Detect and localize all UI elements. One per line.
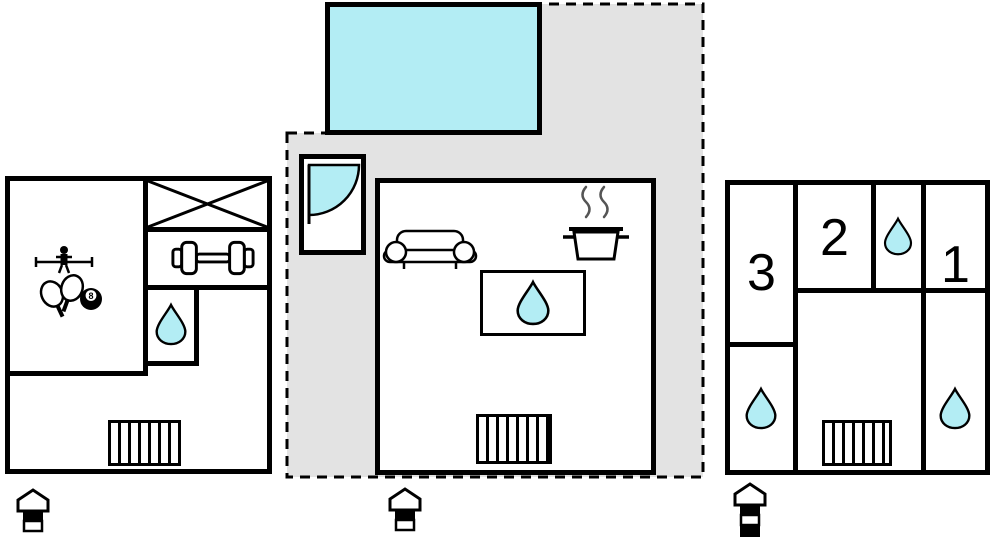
interior-wall bbox=[730, 342, 793, 347]
water-drop-icon bbox=[745, 386, 777, 430]
interior-wall bbox=[793, 185, 798, 470]
interior-wall bbox=[143, 285, 267, 290]
sofa-icon bbox=[382, 229, 478, 269]
paddle bbox=[59, 274, 85, 313]
stairs-icon bbox=[822, 420, 892, 466]
entrance-level-icon bbox=[733, 482, 767, 537]
interior-wall bbox=[148, 227, 267, 232]
water-drop-icon bbox=[939, 386, 971, 430]
interior-wall bbox=[798, 288, 921, 293]
paddle bbox=[39, 280, 65, 318]
door-swing-icon bbox=[307, 163, 361, 224]
entrance-level-icon bbox=[16, 488, 50, 533]
eight-ball-number: 8 bbox=[88, 291, 93, 301]
cross-open-area-icon bbox=[147, 179, 268, 229]
table-tennis-icon: 8 bbox=[34, 246, 102, 318]
room-label-2: 2 bbox=[820, 209, 849, 267]
steam-lines bbox=[581, 185, 591, 219]
foosball-figure bbox=[60, 246, 68, 254]
swimming-pool bbox=[325, 2, 542, 135]
water-drop-icon bbox=[883, 216, 913, 256]
interior-wall bbox=[143, 181, 148, 376]
entrance-level-icon bbox=[388, 487, 422, 532]
water-drop-icon bbox=[516, 279, 550, 326]
room-label-1: 1 bbox=[941, 236, 970, 294]
interior-wall bbox=[871, 185, 876, 290]
stairs-icon bbox=[476, 414, 552, 464]
dumbbell-icon bbox=[171, 240, 255, 276]
interior-wall bbox=[926, 288, 985, 293]
room-label-3: 3 bbox=[747, 244, 776, 302]
cooking-pot-icon bbox=[563, 185, 629, 261]
interior-wall bbox=[10, 371, 148, 376]
water-drop-icon bbox=[155, 302, 187, 346]
interior-wall bbox=[921, 185, 926, 470]
stairs-icon bbox=[108, 420, 181, 466]
